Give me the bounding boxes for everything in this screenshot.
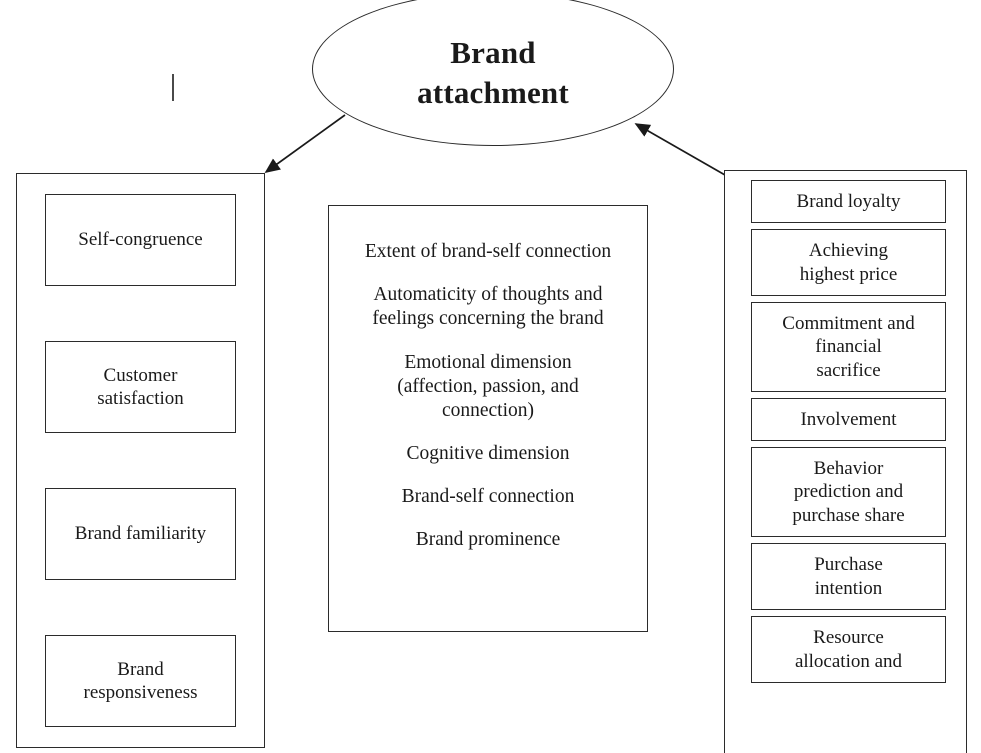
ellipse-label: Brand attachment [417, 25, 569, 112]
ellipse-label-line1: Brand [450, 35, 536, 71]
ellipse-label-line2: attachment [417, 75, 569, 110]
arrow-outcomes-to-attachment [634, 123, 726, 176]
antecedent-label: Brand familiarity [74, 523, 207, 545]
stray-tick-mark [172, 74, 174, 101]
outcome-label: Brand loyalty [796, 190, 901, 212]
dimensions-panel: Extent of brand-self connection Automati… [328, 205, 648, 632]
dimension-line-brand-self-connection: Brand-self connection [401, 486, 575, 508]
outcome-item-brand-loyalty: Brand loyalty [751, 180, 946, 223]
arrow-attachment-to-antecedents [264, 114, 346, 173]
antecedent-label: Self-congruence [78, 229, 203, 251]
outcome-item-involvement: Involvement [751, 398, 946, 441]
antecedent-item-brand-familiarity: Brand familiarity [45, 488, 236, 580]
antecedent-item-self-congruence: Self-congruence [45, 194, 236, 286]
dimension-line-cognitive: Cognitive dimension [406, 443, 570, 465]
dimension-line-brand-prominence: Brand prominence [415, 529, 561, 551]
dimension-line-extent: Extent of brand-self connection [364, 241, 612, 262]
brand-attachment-ellipse: Brand attachment [312, 0, 674, 146]
outcome-label: Involvement [800, 408, 897, 430]
dimension-line-emotional: Emotional dimension(affection, passion, … [397, 351, 579, 421]
